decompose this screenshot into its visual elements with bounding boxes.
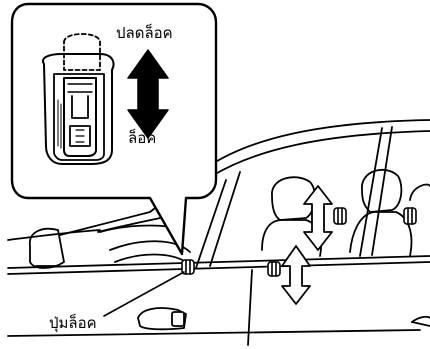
lock-label: ล็อค (128, 131, 156, 146)
unlock-label: ปลดล็อค (116, 26, 173, 41)
lock-knob-label: ปุ่มล็อค (49, 316, 97, 331)
door-handle (138, 308, 186, 329)
dashboard (30, 226, 190, 268)
knob-direction-arrows (282, 186, 332, 304)
callout (12, 4, 216, 254)
